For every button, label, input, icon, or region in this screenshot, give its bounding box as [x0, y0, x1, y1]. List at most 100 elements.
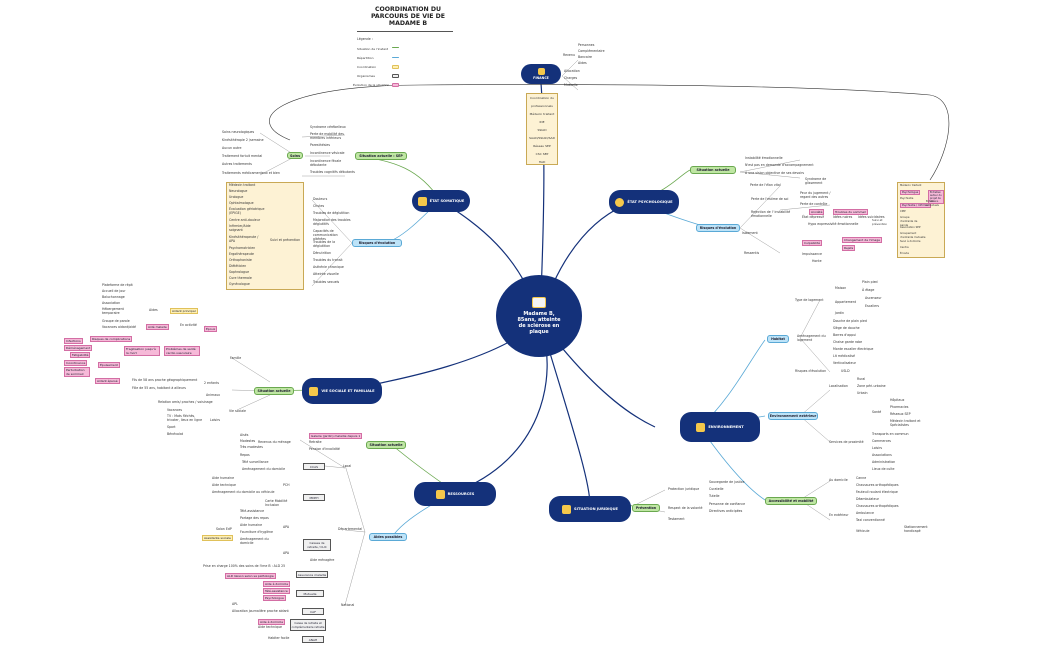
- soins-item: Traitement fortuit mental: [222, 154, 263, 158]
- apa-item: Portage des repas: [240, 516, 269, 520]
- somatique-risques[interactable]: Risques d'évolution: [352, 239, 402, 247]
- psy-estime-item: Peur du jugement / regard des autres: [800, 191, 831, 199]
- psy-anxiete: Anxiété: [809, 209, 825, 215]
- suivi-item: Orthophoniste: [229, 258, 252, 262]
- legend-swatch-situation: [392, 47, 399, 48]
- appartement-item: Ascenseur: [865, 296, 882, 300]
- org-mdph: MDPH: [303, 494, 325, 501]
- fils-label: Fils de 58 ans proche géographiquement: [132, 378, 198, 382]
- sep-item: Paresthésies: [310, 143, 330, 147]
- revenus-label: Revenus du ménage: [258, 440, 291, 444]
- env-accessibilite[interactable]: Accessibilité et mobilité: [765, 497, 817, 505]
- service-item: Commerces: [872, 439, 891, 443]
- pch-item: Aide technique: [212, 483, 236, 487]
- epoux-box: Époux: [204, 326, 218, 332]
- coordination-item: SSIAD: [537, 128, 547, 132]
- env-usld: USLD: [841, 369, 850, 373]
- suivi-item: Diététicien: [229, 264, 247, 268]
- risque-item: Dénutrition: [313, 251, 332, 255]
- localisation-item: Zone péri-urbaine: [857, 384, 886, 388]
- suivi-item: Ergothérapeute: [229, 252, 254, 256]
- aidant-malade: Aidé malade: [146, 324, 169, 330]
- env-habitat[interactable]: Habitat: [767, 335, 789, 343]
- psy-suivi-item: Écoute: [900, 252, 909, 255]
- branch-vie-sociale-label: VIE SOCIALE ET FAMILIALE: [321, 389, 375, 393]
- psy-estime-item: Perte de contrôle: [800, 202, 828, 206]
- psy-risques[interactable]: Risques d'évolution: [696, 224, 740, 232]
- juridique-prevention[interactable]: Prévention: [632, 504, 660, 512]
- jardin-label: Jardin: [835, 311, 845, 315]
- branch-ressources-label: RESSOURCES: [447, 492, 475, 496]
- env-exterieur[interactable]: Environnement extérieur: [768, 412, 818, 420]
- somatique-situation[interactable]: Situation actuelle : SEP: [355, 152, 407, 160]
- legend-label-organismes: Organismes: [357, 74, 375, 78]
- soins-item: Aucun autre: [222, 146, 242, 150]
- psy-entretien-projet: Entretien autour du projet de vie: [928, 190, 944, 204]
- branch-ressources[interactable]: RESSOURCES: [414, 482, 496, 506]
- legend-label-repartition: Répartition: [357, 56, 374, 60]
- branch-etat-somatique-label: ÉTAT SOMATIQUE: [429, 199, 465, 203]
- psy-suivi-title: Suivi et prévention: [872, 218, 888, 226]
- soins-item: Traitements médicamenteux et bien: [222, 171, 280, 175]
- pch-item: Aménagement du domicile ou véhicule: [212, 490, 275, 494]
- amenagement-item: Verticalisateur: [833, 361, 856, 365]
- probleme-cardio: Problèmes de santé cardio-vasculaire: [164, 346, 200, 356]
- vie-sociale-situation[interactable]: Situation actuelle: [254, 387, 294, 395]
- branch-vie-sociale[interactable]: VIE SOCIALE ET FAMILIALE: [302, 378, 382, 404]
- aide-item: Groupe de parole: [102, 319, 130, 323]
- service-item: Transports en commun: [872, 432, 909, 436]
- soins-item: Soins neurologiques: [222, 130, 255, 134]
- risque-item: Troubles de la déglutition: [313, 240, 336, 248]
- soins-item: Kinésithérapie 2 /semaine: [222, 138, 264, 142]
- risque-item: Capacités de communication altérées: [313, 229, 338, 241]
- loisir-item: Vacances: [167, 408, 182, 412]
- central-node[interactable]: Madame B, 85ans, atteinte de sclérose en…: [496, 275, 582, 357]
- psy-situation[interactable]: Situation actuelle: [690, 166, 736, 174]
- risque-item: Troubles du transit: [313, 258, 343, 262]
- coins-icon: [435, 489, 445, 499]
- branch-etat-psychologique[interactable]: ÉTAT PSYCHOLOGIQUE: [609, 190, 679, 214]
- branch-environnement[interactable]: ENVIRONNEMENT: [680, 412, 760, 442]
- ressources-situation[interactable]: Situation actuelle: [366, 441, 406, 449]
- aide-menagere: Aide ménagère: [310, 558, 335, 562]
- people-icon: [309, 386, 319, 396]
- risque-item: Douleurs: [313, 197, 328, 201]
- branch-environnement-label: ENVIRONNEMENT: [708, 425, 744, 429]
- respect-item: Directives anticipées: [709, 509, 743, 513]
- exterieur-item: Chaussures orthopédiques: [856, 504, 899, 508]
- psy-perte: Perte de l'élan vital: [750, 183, 781, 187]
- branch-etat-somatique[interactable]: ÉTAT SOMATIQUE: [412, 190, 470, 212]
- aide-item: Hébergement temporaire: [102, 307, 124, 315]
- sep-item: Syndrome cérébelleux: [310, 125, 346, 129]
- finance-sub: Aides: [578, 61, 587, 65]
- suivi-item: Kinésithérapeute / APA: [229, 235, 259, 243]
- mutuelle-item: Aide à domicile: [263, 581, 291, 587]
- psy-suivi-item: Psychologue: [900, 190, 921, 195]
- aides-possibles[interactable]: Aides possibles: [369, 533, 407, 541]
- local-label: Local: [343, 464, 352, 468]
- sep-item: Incontinence vésicale: [310, 151, 345, 155]
- loisir-item: Sport: [167, 425, 176, 429]
- branch-finance[interactable]: FINANCE: [521, 64, 561, 84]
- apa-item: Télé-assistance: [240, 509, 265, 513]
- legend-swatch-coordination: [392, 65, 399, 69]
- psy-suivi-item: Groupement d'entraide mutuelle: [900, 232, 926, 239]
- page-title: COORDINATION DU PARCOURS DE VIE DE MADAM…: [370, 6, 446, 28]
- psy-situation-item: Instabilité émotionnelle: [745, 156, 783, 160]
- sep-item: Incontinence fécale débutante: [310, 159, 342, 167]
- loisir-item: Bénévolat: [167, 432, 184, 436]
- domicile-item: Chaussures orthopédiques: [856, 483, 899, 487]
- branch-situation-juridique[interactable]: SITUATION JURIDIQUE: [549, 496, 631, 522]
- org-caisse-retraite: Caisse de retraite et complémentaire ret…: [290, 619, 326, 631]
- apa-label-2: APA: [283, 551, 290, 555]
- animaux-label: Animaux: [206, 393, 221, 397]
- somatique-soins[interactable]: Soins: [287, 152, 303, 159]
- psy-ressentis: Ressentis: [744, 251, 760, 255]
- service-item: Administration: [872, 460, 896, 464]
- service-item: Associations: [872, 453, 892, 457]
- appartement-item: Escaliers: [865, 304, 880, 308]
- suivi-item: Psychomotricien: [229, 246, 256, 250]
- amenagement-label: Aménagement du logement: [797, 334, 826, 342]
- mutuelle-item: Psychologue: [263, 595, 286, 601]
- mutuelle-item: Télé-assistance: [263, 588, 290, 594]
